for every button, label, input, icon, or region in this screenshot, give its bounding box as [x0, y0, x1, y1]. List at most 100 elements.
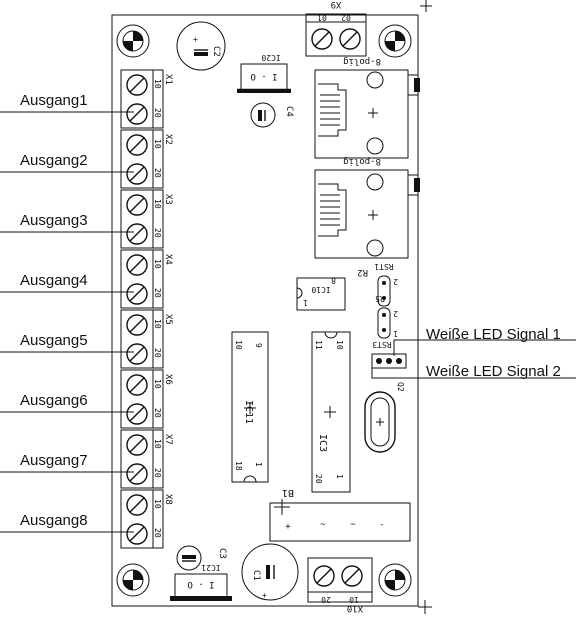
ic10-label: IC10: [311, 285, 330, 294]
capacitor-icon: C4: [250, 102, 294, 128]
c2-label: C2: [211, 46, 221, 57]
output-label: Ausgang4: [20, 272, 88, 289]
ic11-pin-10: 10: [234, 340, 243, 350]
terminal-pin-label: 20: [153, 528, 162, 538]
ic11-chip: IC11 10 9 1 18: [231, 331, 269, 483]
output-connector-label: X3: [163, 194, 173, 205]
screw-terminal-icon: [126, 163, 148, 185]
ic11-pin-9: 9: [254, 343, 263, 348]
screw-slot: [129, 346, 145, 362]
ic10-pin-1: 1: [303, 298, 308, 307]
b1-ac-2: ~: [350, 520, 356, 530]
led-signal-2-leader: [371, 367, 576, 379]
output-label: Ausgang7: [20, 452, 88, 469]
r5-pin-2: 2: [393, 309, 398, 318]
terminal-block-tab: [152, 429, 164, 489]
screw-slot: [129, 406, 145, 422]
terminal-pin-label: 20: [153, 168, 162, 178]
terminal-pin-label: 20: [153, 288, 162, 298]
rst3-jumper: RST3: [371, 340, 407, 369]
screw-slot: [129, 437, 145, 453]
b1-label: B1: [282, 487, 294, 498]
terminal-block: [120, 429, 154, 489]
mounting-hole-icon: [116, 563, 150, 597]
screw-slot: [129, 77, 145, 93]
svg-text:+: +: [262, 591, 267, 600]
terminal-block-tab: [152, 129, 164, 189]
output-label: Ausgang3: [20, 212, 88, 229]
ic3-pin-1: 1: [335, 474, 344, 479]
terminal-block-tab: [152, 189, 164, 249]
screw-terminal-icon: [126, 134, 148, 156]
terminal-pin-label: 10: [153, 379, 162, 389]
capacitor-icon: + C1: [241, 543, 299, 601]
x10-terminal: 20 10 X10: [307, 557, 373, 613]
output-connector-label: X1: [163, 74, 173, 85]
terminal-block-tab: [152, 369, 164, 429]
screw-terminal-icon: [126, 403, 148, 425]
terminal-pin-label: 10: [153, 259, 162, 269]
r5-pin-1: 1: [393, 329, 398, 338]
screw-terminal-icon: [126, 434, 148, 456]
screw-slot: [129, 137, 145, 153]
mounting-hole-icon: [378, 563, 412, 597]
output-connector-label: X8: [163, 494, 173, 505]
screw-terminal-icon: [126, 74, 148, 96]
terminal-pin-label: 10: [153, 499, 162, 509]
screw-terminal-icon: [126, 463, 148, 485]
x9-label: X9: [331, 0, 342, 9]
screw-terminal-icon: [126, 283, 148, 305]
output-terminal-strip: 1020X1Ausgang11020X2Ausgang21020X3Ausgan…: [0, 69, 173, 549]
screw-terminal-icon: [126, 103, 148, 125]
x9-pin-2: 02: [341, 13, 351, 22]
svg-text:+: +: [193, 35, 198, 44]
screw-terminal-icon: [126, 254, 148, 276]
terminal-pin-label: 20: [153, 348, 162, 358]
terminal-block-tab: [152, 309, 164, 369]
b1-minus: -: [379, 520, 384, 530]
terminal-block: [120, 249, 154, 309]
terminal-block: [120, 489, 154, 549]
output-label: Ausgang8: [20, 512, 88, 529]
rj45-jack-icon: 8-polig: [314, 56, 420, 159]
ic20-pins: I - O: [250, 71, 277, 81]
c1-label: C1: [251, 570, 261, 581]
mounting-hole-icon: [378, 24, 412, 58]
screw-terminal-icon: [126, 314, 148, 336]
ic11-pin-1: 1: [254, 462, 263, 467]
ic3-label: IC3: [317, 434, 328, 452]
terminal-block: [120, 69, 154, 129]
screw-slot: [129, 286, 145, 302]
terminal-pin-label: 10: [153, 79, 162, 89]
ic11-label: IC11: [243, 400, 254, 424]
screw-slot: [129, 497, 145, 513]
terminal-block-tab: [152, 69, 164, 129]
screw-slot: [129, 197, 145, 213]
terminal-pin-label: 20: [153, 108, 162, 118]
output-connector-label: X2: [163, 134, 173, 145]
rst1-label: RST1: [374, 262, 393, 271]
output-label: Ausgang2: [20, 152, 88, 169]
screw-slot: [129, 377, 145, 393]
terminal-pin-label: 10: [153, 139, 162, 149]
terminal-pin-label: 10: [153, 199, 162, 209]
x10-label: X10: [347, 603, 363, 613]
terminal-block: [120, 369, 154, 429]
b1-ac-1: ~: [320, 520, 326, 530]
ic3-pin-20: 20: [314, 474, 323, 484]
ic11-pin-18: 18: [234, 461, 243, 471]
corner-plus-bottom-icon: [418, 600, 432, 614]
terminal-pin-label: 20: [153, 228, 162, 238]
ic21-pins: I - O: [187, 579, 214, 589]
screw-slot: [129, 317, 145, 333]
output-label: Ausgang1: [20, 92, 88, 109]
screw-terminal-icon: [126, 494, 148, 516]
q2-label: Q2: [396, 382, 405, 392]
ic21-regulator: I - O IC21: [170, 563, 232, 601]
c4-label: C4: [284, 106, 294, 117]
screw-slot: [129, 466, 145, 482]
output-label: Ausgang5: [20, 332, 88, 349]
screw-slot: [129, 526, 145, 542]
x10-pin-20: 20: [321, 595, 331, 604]
